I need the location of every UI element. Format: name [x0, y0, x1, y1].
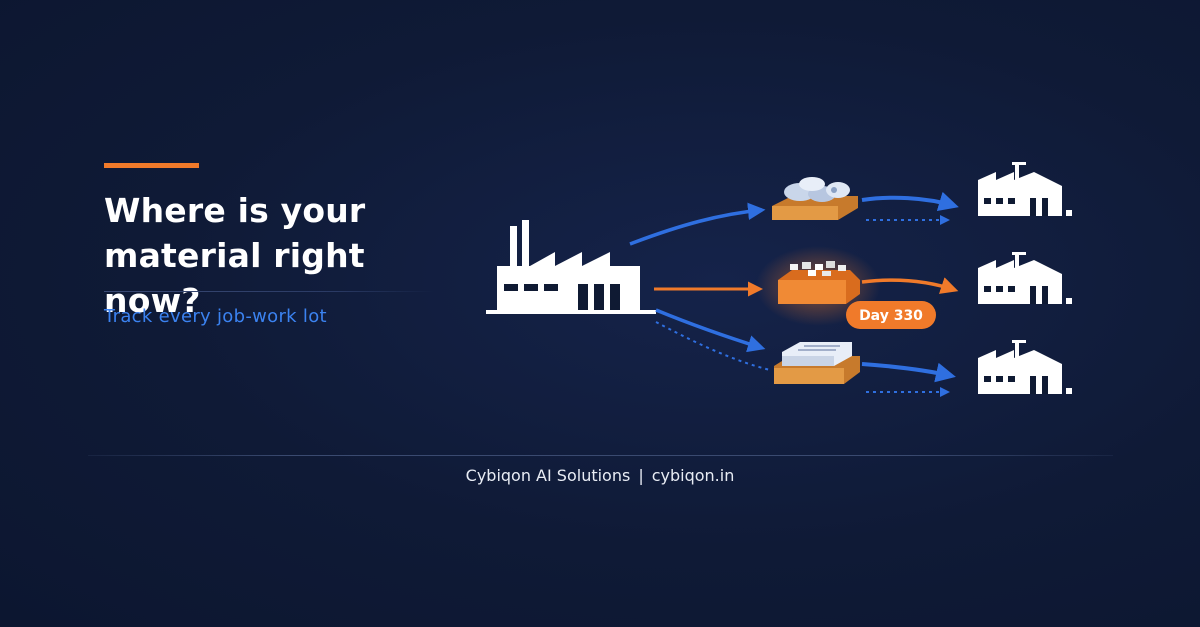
- flow-arrow: [861, 191, 959, 211]
- destination-factory-icon: [978, 340, 1072, 394]
- day-badge-label: Day 330: [859, 308, 923, 324]
- company-name: Cybiqon AI Solutions: [465, 466, 631, 485]
- flow-arrow: [861, 362, 956, 383]
- subtitle: Track every job-work lot: [104, 306, 327, 327]
- sheet-stack-lot: [774, 342, 860, 384]
- loose-parts-lot: [756, 246, 880, 326]
- destination-factory-icon: [978, 252, 1072, 304]
- day-badge: Day 330: [846, 301, 936, 329]
- website-link[interactable]: cybiqon.in: [651, 466, 735, 485]
- footer-divider: [88, 455, 1113, 456]
- source-factory-icon: [486, 220, 656, 314]
- footer-separator: |: [638, 466, 644, 485]
- flow-arrow: [655, 308, 766, 353]
- flow-arrow: [629, 202, 766, 246]
- headline: Where is your material right now?: [104, 191, 366, 320]
- destination-factory-icon: [978, 162, 1072, 216]
- footer: Cybiqon AI Solutions | cybiqon.in: [0, 466, 1200, 485]
- material-flow-illustration: Day 330: [486, 162, 1072, 397]
- accent-bar: [104, 163, 199, 168]
- headline-divider: [104, 291, 434, 292]
- fabric-rolls-lot: [772, 177, 858, 220]
